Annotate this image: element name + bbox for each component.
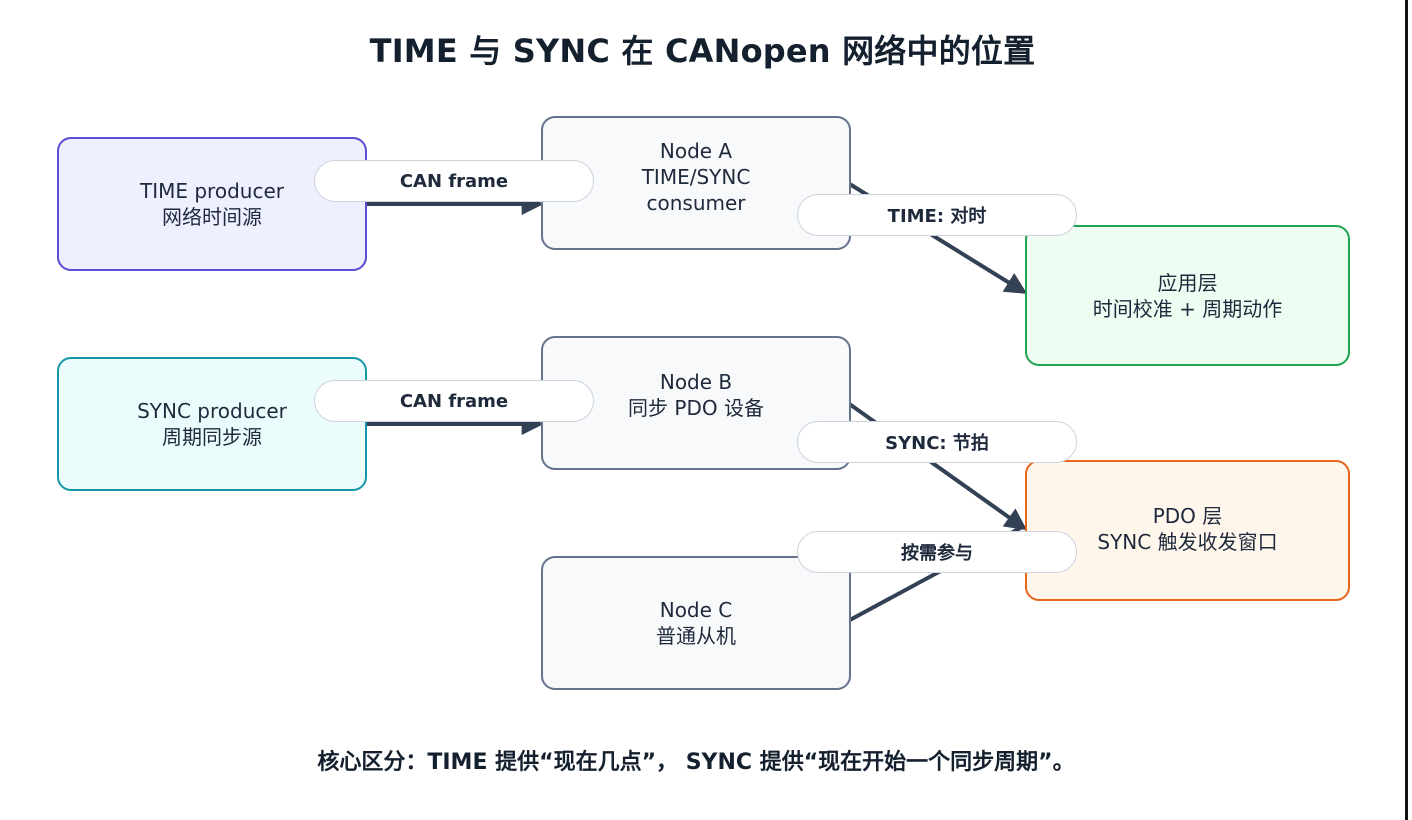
pdo-layer-node: PDO 层 SYNC 触发收发窗口 [1025,460,1350,601]
sync-producer-subtitle: 周期同步源 [162,425,262,449]
node-c-title: Node C [659,598,733,622]
time-producer-subtitle: 网络时间源 [162,205,262,229]
app-layer-subtitle: 时间校准 + 周期动作 [1092,296,1283,321]
edge-label-time-sync: TIME: 对时 [797,194,1077,236]
edge-label-on-demand: 按需参与 [797,531,1077,573]
sync-producer-title: SYNC producer [137,399,287,423]
app-layer-node: 应用层 时间校准 + 周期动作 [1025,225,1350,366]
time-producer-node: TIME producer 网络时间源 [57,137,367,271]
node-b-title: Node B [659,370,733,394]
window-edge [1405,0,1408,820]
time-producer-title: TIME producer [140,179,284,203]
node-c: Node C 普通从机 [541,556,851,690]
edge-label-time-can-frame: CAN frame [314,160,594,202]
pdo-layer-title: PDO 层 [1152,503,1223,528]
node-a-role-suffix: consumer [646,191,746,215]
node-c-subtitle: 普通从机 [656,624,736,648]
page-title: TIME 与 SYNC 在 CANopen 网络中的位置 [369,32,1036,70]
node-a-title: Node A [659,139,733,163]
pdo-layer-subtitle: SYNC 触发收发窗口 [1097,529,1278,554]
edge-label-sync-beat: SYNC: 节拍 [797,421,1077,463]
edge-label-sync-can-frame: CAN frame [314,380,594,422]
app-layer-title: 应用层 [1157,270,1218,295]
node-a-role: TIME/SYNC [641,165,751,189]
summary-caption: 核心区分：TIME 提供“现在几点”， SYNC 提供“现在开始一个同步周期”。 [317,750,1075,775]
node-b-subtitle: 同步 PDO 设备 [628,396,764,420]
sync-producer-node: SYNC producer 周期同步源 [57,357,367,491]
